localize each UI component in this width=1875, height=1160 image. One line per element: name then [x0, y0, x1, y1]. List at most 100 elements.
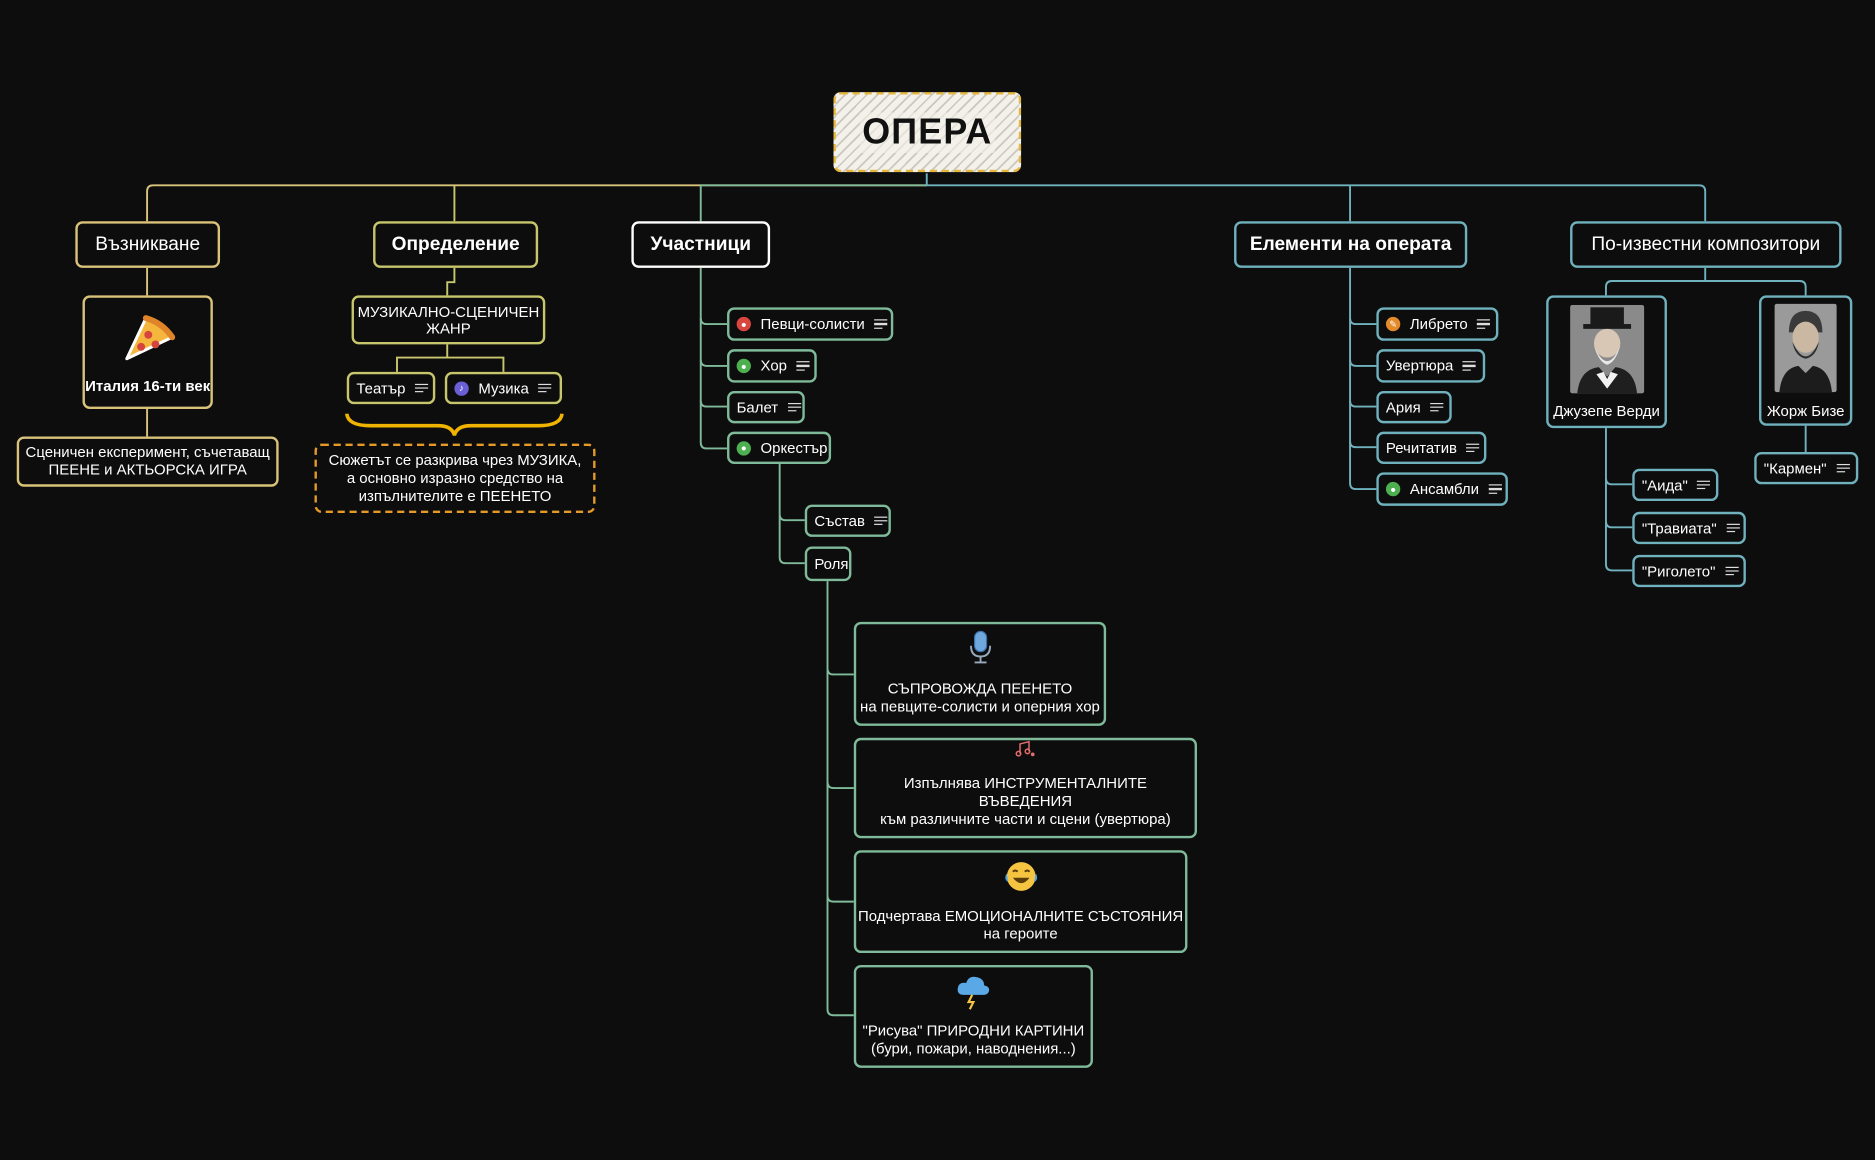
- notes-icon[interactable]: [1488, 484, 1502, 494]
- definition-summary[interactable]: Сюжетът се разкрива чрез МУЗИКА, а основ…: [314, 443, 596, 513]
- composition-label: Състав: [814, 512, 865, 530]
- music-note-icon: ♪: [454, 380, 469, 396]
- notes-icon[interactable]: [874, 515, 888, 526]
- notes-icon[interactable]: [538, 383, 552, 393]
- group-icon: ●: [736, 358, 751, 374]
- notes-icon[interactable]: [1462, 361, 1477, 371]
- branch-participants[interactable]: Участници: [631, 221, 771, 268]
- ballet-label: Балет: [736, 398, 779, 416]
- group-icon: ●: [1385, 481, 1401, 497]
- definition-music[interactable]: ♪ Музика: [444, 371, 563, 405]
- role-line: към различните части и сцени (увертюра): [880, 810, 1171, 828]
- composer-bizet[interactable]: Жорж Бизе: [1759, 295, 1853, 426]
- element-label: Речитатив: [1385, 439, 1458, 457]
- notes-icon[interactable]: [1466, 443, 1480, 453]
- laughing-face-icon: [1004, 862, 1037, 891]
- role-line: на певците-солисти и оперния хор: [860, 698, 1100, 716]
- participant-orchestra[interactable]: ● Оркестър: [727, 431, 832, 464]
- role-line: Изпълнява ИНСТРУМЕНТАЛНИТЕ ВЪВЕДЕНИЯ: [903, 774, 1147, 810]
- genre-line: ЖАНР: [426, 319, 471, 337]
- role-label: Роля: [814, 555, 849, 573]
- notes-icon[interactable]: [796, 361, 810, 371]
- role-line: (бури, пожари, наводнения...): [870, 1040, 1076, 1058]
- definition-genre[interactable]: МУЗИКАЛНО-СЦЕНИЧЕН ЖАНР: [351, 295, 546, 345]
- theatre-label: Театър: [356, 379, 406, 397]
- role-line: "Рисува" ПРИРОДНИ КАРТИНИ: [862, 1022, 1085, 1040]
- origin-place-node[interactable]: Италия 16-ти век: [82, 295, 213, 409]
- branch-origin[interactable]: Възникване: [75, 221, 221, 268]
- choir-label: Хор: [760, 357, 787, 375]
- branch-definition-label: Определение: [391, 233, 520, 255]
- element-label: Ария: [1385, 398, 1421, 416]
- branch-elements-label: Елементи на операта: [1249, 233, 1452, 255]
- bizet-work-carmen[interactable]: "Кармен": [1754, 452, 1859, 485]
- music-label: Музика: [478, 379, 529, 397]
- notes-icon[interactable]: [1430, 402, 1444, 412]
- pencil-icon: ✎: [1385, 316, 1401, 332]
- origin-note[interactable]: Сценичен експеримент, съчетаващ ПЕЕНЕ и …: [16, 436, 279, 487]
- pizza-icon: [124, 314, 175, 360]
- element-label: Либрето: [1409, 315, 1468, 333]
- notes-icon[interactable]: [874, 319, 888, 329]
- work-label: "Аида": [1641, 476, 1688, 494]
- notes-icon[interactable]: [1726, 523, 1740, 533]
- origin-note-line: Сценичен експеримент, съчетаващ: [25, 443, 270, 461]
- participant-choir[interactable]: ● Хор: [727, 349, 817, 383]
- role-line: СЪПРОВОЖДА ПЕЕНЕТО: [887, 680, 1073, 698]
- soloists-label: Певци-солисти: [760, 315, 865, 333]
- element-overture[interactable]: Увертюра: [1376, 349, 1486, 383]
- element-label: Ансамбли: [1409, 480, 1479, 498]
- verdi-work-rigoletto[interactable]: "Риголето": [1632, 554, 1746, 588]
- orchestra-role[interactable]: Роля: [804, 546, 852, 582]
- branch-definition[interactable]: Определение: [373, 221, 539, 268]
- element-ensembles[interactable]: ● Ансамбли: [1376, 472, 1508, 506]
- notes-icon[interactable]: [787, 402, 801, 412]
- branch-origin-label: Възникване: [95, 233, 201, 255]
- participant-soloists[interactable]: ● Певци-солисти: [727, 307, 894, 341]
- orchestra-composition[interactable]: Състав: [804, 504, 891, 537]
- bizet-name: Жорж Бизе: [1766, 402, 1845, 420]
- verdi-name: Джузепе Верди: [1553, 402, 1660, 420]
- origin-place-label: Италия 16-ти век: [85, 377, 211, 395]
- orchestra-label: Оркестър: [760, 439, 828, 457]
- notes-icon[interactable]: [1697, 480, 1711, 490]
- verdi-work-aida[interactable]: "Аида": [1632, 468, 1719, 502]
- notes-icon[interactable]: [1477, 319, 1491, 329]
- verdi-portrait: [1569, 304, 1644, 394]
- summary-line: изпълнителите е ПЕЕНЕТО: [358, 487, 552, 505]
- microphone-icon: [969, 630, 991, 664]
- work-label: "Риголето": [1641, 562, 1716, 580]
- bizet-portrait: [1774, 303, 1837, 393]
- branch-composers[interactable]: По-известни композитори: [1570, 221, 1842, 268]
- definition-theatre[interactable]: Театър: [346, 371, 436, 405]
- role-card-accompany[interactable]: СЪПРОВОЖДА ПЕЕНЕТО на певците-солисти и …: [853, 621, 1107, 726]
- person-icon: ●: [736, 316, 751, 332]
- role-line: Подчертава ЕМОЦИОНАЛНИТЕ СЪСТОЯНИЯ: [857, 907, 1184, 925]
- root-title: ОПЕРА: [859, 111, 995, 153]
- composer-verdi[interactable]: Джузепе Верди: [1546, 295, 1667, 429]
- branch-participants-label: Участници: [650, 233, 751, 255]
- origin-note-line: ПЕЕНЕ и АКТЬОРСКА ИГРА: [48, 461, 247, 479]
- role-card-emotional[interactable]: Подчертава ЕМОЦИОНАЛНИТЕ СЪСТОЯНИЯ на ге…: [853, 850, 1188, 954]
- element-label: Увертюра: [1385, 357, 1454, 375]
- notes-icon[interactable]: [1724, 566, 1739, 576]
- role-card-nature[interactable]: "Рисува" ПРИРОДНИ КАРТИНИ (бури, пожари,…: [853, 965, 1093, 1068]
- branch-elements[interactable]: Елементи на операта: [1234, 221, 1468, 268]
- element-recitative[interactable]: Речитатив: [1376, 431, 1487, 464]
- participant-ballet[interactable]: Балет: [727, 391, 805, 424]
- work-label: "Травиата": [1641, 519, 1717, 537]
- root-topic[interactable]: ОПЕРА: [833, 92, 1022, 173]
- element-aria[interactable]: Ария: [1376, 391, 1452, 424]
- notes-icon[interactable]: [1836, 463, 1850, 473]
- element-libretto[interactable]: ✎ Либрето: [1376, 307, 1499, 341]
- music-notes-icon: [1014, 740, 1034, 757]
- role-card-instrumental[interactable]: Изпълнява ИНСТРУМЕНТАЛНИТЕ ВЪВЕДЕНИЯ към…: [853, 737, 1197, 839]
- group-icon: ●: [736, 440, 751, 456]
- role-line: на героите: [983, 925, 1058, 943]
- storm-cloud-icon: [957, 976, 990, 1010]
- work-label: "Кармен": [1763, 459, 1827, 477]
- notes-icon[interactable]: [415, 383, 429, 393]
- verdi-work-traviata[interactable]: "Травиата": [1632, 511, 1746, 545]
